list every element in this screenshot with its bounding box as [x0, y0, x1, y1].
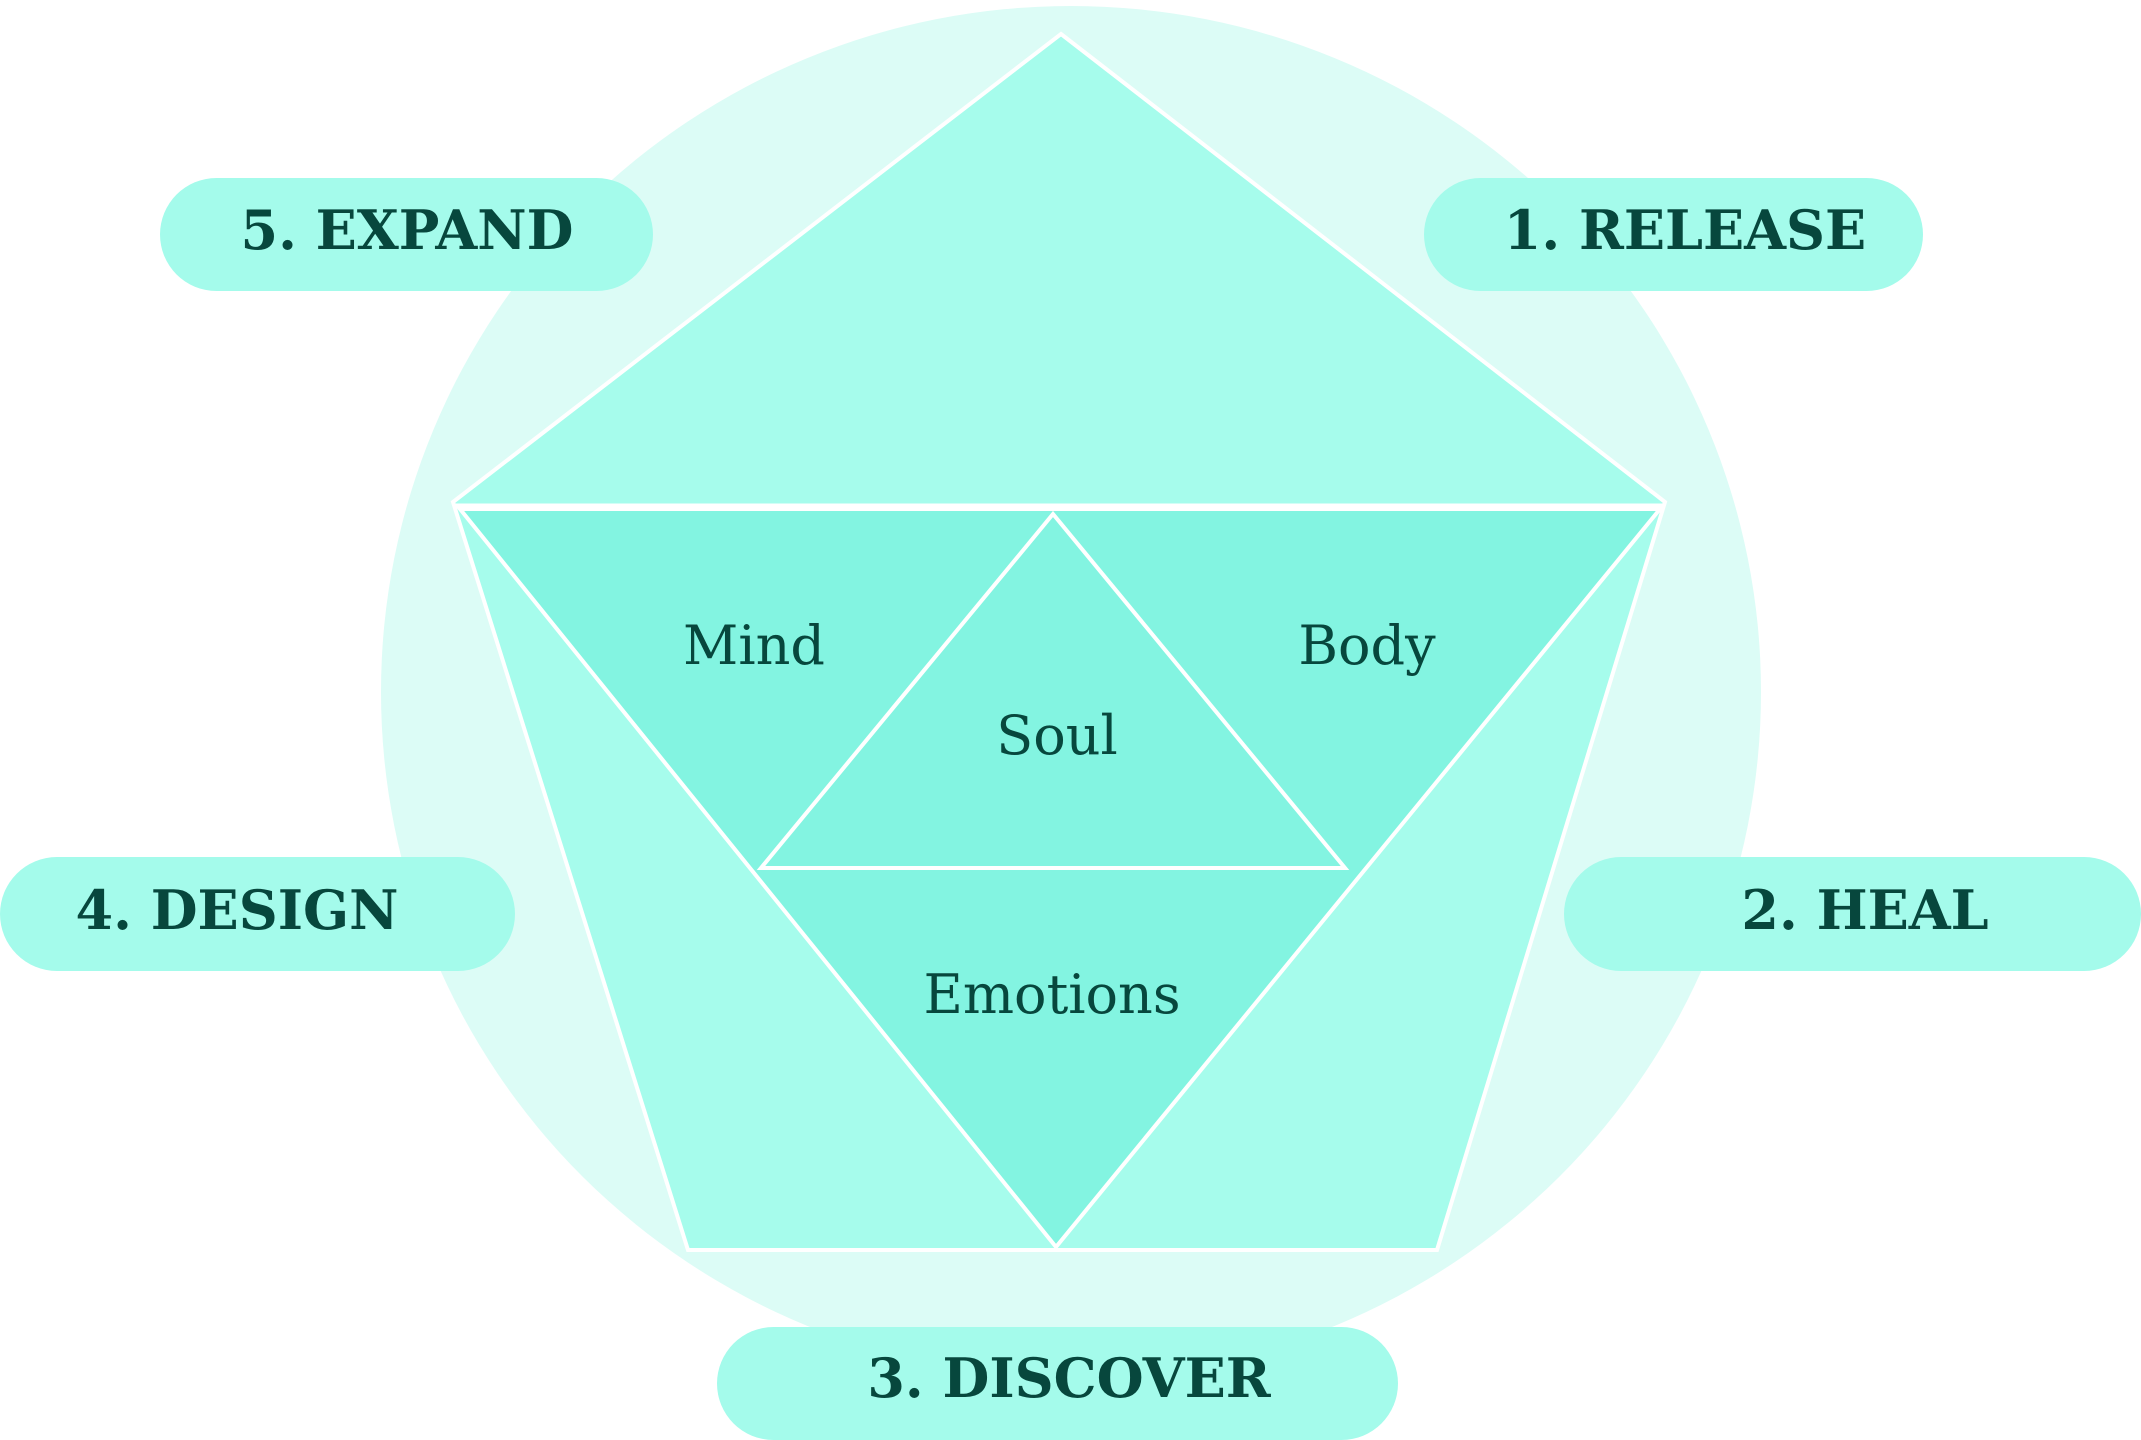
- stage-pill-discover: 3. DISCOVER: [717, 1327, 1398, 1440]
- pill-background: [1564, 857, 2141, 971]
- stage-pill-heal: 2. HEAL: [1564, 857, 2141, 971]
- pill-background: [1424, 178, 1923, 291]
- pill-background: [160, 178, 653, 291]
- soul-triangle: [756, 510, 1350, 870]
- pill-background: [717, 1327, 1398, 1440]
- stage-label-heal: 2. HEAL: [1741, 878, 1988, 942]
- pill-background: [0, 857, 515, 971]
- area-label-soul: Soul: [996, 704, 1118, 767]
- stage-label-discover: 3. DISCOVER: [867, 1346, 1271, 1410]
- area-label-body: Body: [1298, 614, 1436, 677]
- stage-label-release: 1. RELEASE: [1504, 198, 1866, 262]
- area-label-mind: Mind: [683, 614, 825, 677]
- stage-pill-release: 1. RELEASE: [1424, 178, 1923, 291]
- area-label-emotions: Emotions: [923, 963, 1180, 1026]
- inner-inverted-triangle: [455, 507, 1665, 1251]
- stage-pill-expand: 5. EXPAND: [160, 178, 653, 291]
- stage-label-expand: 5. EXPAND: [241, 198, 574, 262]
- stage-label-design: 4. DESIGN: [76, 878, 399, 942]
- stage-pill-design: 4. DESIGN: [0, 857, 515, 971]
